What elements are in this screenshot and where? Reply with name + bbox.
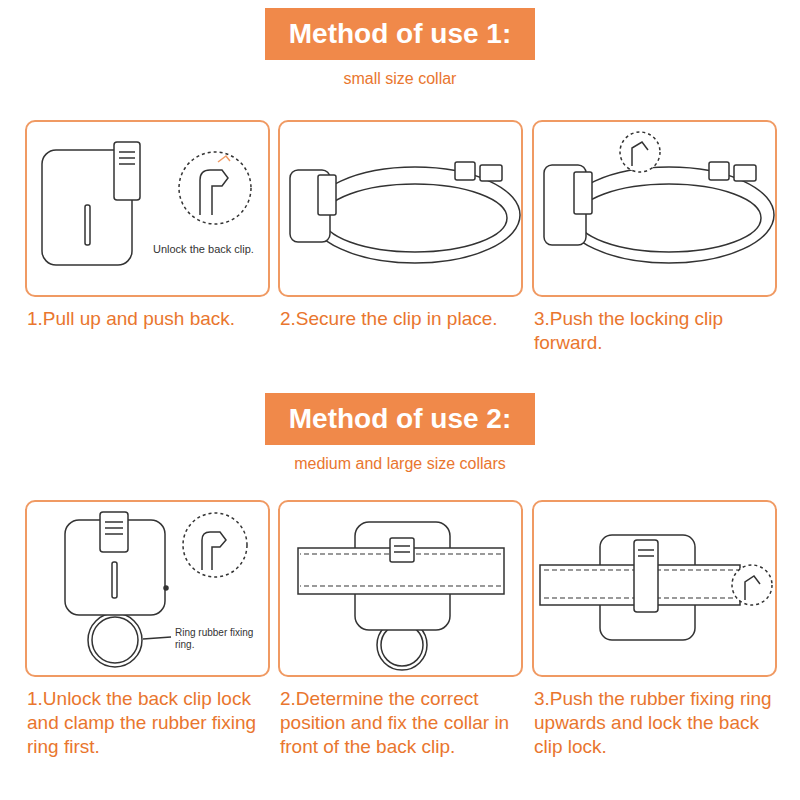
step-panel: 3.Push the locking clip forward. <box>532 120 777 297</box>
method-title: Method of use 1: <box>289 18 511 50</box>
step-panel: 3.Push the rubber fixing ring upwards an… <box>532 500 777 677</box>
method-title: Method of use 2: <box>289 403 511 435</box>
device-figure <box>42 142 140 265</box>
strap-figure <box>298 522 504 670</box>
strap-figure <box>540 535 772 640</box>
step-caption: 2.Secure the clip in place. <box>280 307 531 331</box>
part-label: Unlock the back clip. <box>153 243 263 256</box>
collar-size: medium and large size collars <box>265 455 535 473</box>
leader-line <box>143 637 171 639</box>
part-label: Ring rubber fixing ring. <box>175 627 263 651</box>
step-panel: 2.Secure the clip in place. <box>278 120 523 297</box>
step-panel: Ring rubber fixing ring.1.Unlock the bac… <box>25 500 270 677</box>
zoom-circle <box>179 152 251 224</box>
step-caption: 2.Determine the correct position and fix… <box>280 687 531 759</box>
step-caption: 3.Push the locking clip forward. <box>534 307 785 355</box>
zoom-circle <box>183 513 247 577</box>
step-panel: 2.Determine the correct position and fix… <box>278 500 523 677</box>
step-caption: 1.Unlock the back clip lock and clamp th… <box>27 687 278 759</box>
header-band: Method of use 1:small size collar <box>265 8 535 60</box>
header-band: Method of use 2:medium and large size co… <box>265 393 535 445</box>
collar-size: small size collar <box>265 70 535 88</box>
step-caption: 3.Push the rubber fixing ring upwards an… <box>534 687 785 759</box>
collar-figure <box>290 162 520 263</box>
device-figure <box>65 512 171 667</box>
step-caption: 1.Pull up and push back. <box>27 307 278 331</box>
collar-figure <box>544 132 774 263</box>
step-panel: Unlock the back clip.1.Pull up and push … <box>25 120 270 297</box>
